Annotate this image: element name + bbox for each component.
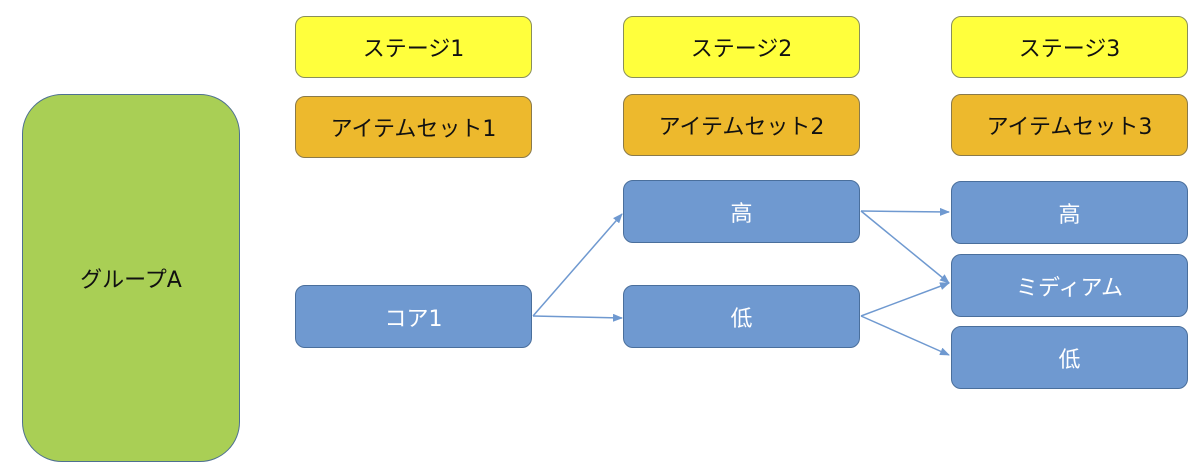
stage3-medium-node: ミディアム xyxy=(951,254,1188,317)
stage-2-box: ステージ2 xyxy=(623,16,860,78)
stage3-high-node: 高 xyxy=(951,181,1188,244)
stage2-high-label: 高 xyxy=(730,201,753,227)
arrow-core-to-high xyxy=(532,213,623,317)
stage3-medium-label: ミディアム xyxy=(1016,275,1123,301)
stage-3-box: ステージ3 xyxy=(951,16,1188,78)
arrow-low-to-low xyxy=(860,315,950,356)
arrow-core-to-low xyxy=(532,313,623,322)
arrow-low-to-medium xyxy=(860,282,950,317)
stage3-low-label: 低 xyxy=(1058,347,1081,373)
itemset-1-box: アイテムセット1 xyxy=(295,96,532,158)
group-a-box: グループA xyxy=(22,94,240,462)
stage3-high-label: 高 xyxy=(1058,202,1081,228)
itemset-3-label: アイテムセット3 xyxy=(986,115,1153,140)
core-node-label: コア1 xyxy=(384,306,443,332)
itemset-2-label: アイテムセット2 xyxy=(658,115,825,140)
stage2-low-node: 低 xyxy=(623,285,860,348)
itemset-2-box: アイテムセット2 xyxy=(623,94,860,156)
stage-1-label: ステージ1 xyxy=(362,37,465,62)
itemset-1-label: アイテムセット1 xyxy=(330,117,497,142)
core-node: コア1 xyxy=(295,285,532,348)
arrow-high-to-medium xyxy=(860,210,950,284)
stage3-low-node: 低 xyxy=(951,326,1188,389)
stage-1-box: ステージ1 xyxy=(295,16,532,78)
group-a-label: グループA xyxy=(80,268,182,293)
arrow-high-to-high xyxy=(860,207,950,216)
stage2-high-node: 高 xyxy=(623,180,860,243)
stage2-low-label: 低 xyxy=(730,306,753,332)
itemset-3-box: アイテムセット3 xyxy=(951,94,1188,156)
stage-3-label: ステージ3 xyxy=(1018,37,1121,62)
stage-2-label: ステージ2 xyxy=(690,37,793,62)
